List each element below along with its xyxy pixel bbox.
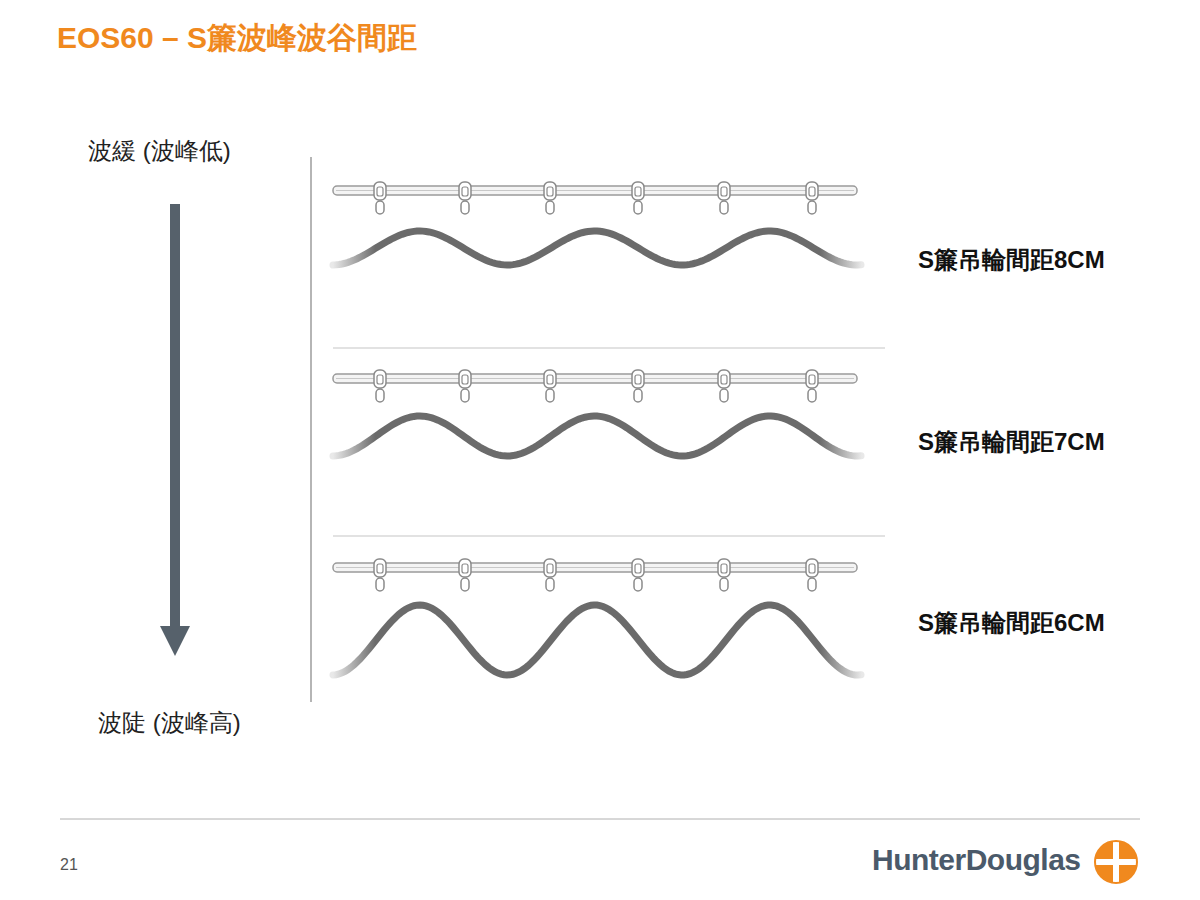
glider-hook <box>809 564 815 573</box>
glider-hook <box>546 201 554 214</box>
spacing-label: S簾吊輪間距6CM <box>918 607 1105 639</box>
track-groove <box>336 190 854 191</box>
curtain-wave <box>333 416 861 456</box>
glider-hook <box>461 201 469 214</box>
bottom-note: 波陡 (波峰高) <box>98 707 241 739</box>
glider-hook <box>374 370 386 388</box>
spacing-label: S簾吊輪間距7CM <box>918 426 1105 458</box>
glider-hook <box>634 578 642 591</box>
glider-hook <box>376 578 384 591</box>
glider-hook <box>806 559 818 577</box>
track-groove <box>336 567 854 568</box>
track-groove <box>336 378 854 379</box>
glider-hook <box>721 375 727 384</box>
glider-hook <box>374 559 386 577</box>
glider-hook <box>377 187 383 196</box>
curtain-track <box>333 186 857 195</box>
glider-hook <box>546 578 554 591</box>
glider-hook <box>546 389 554 402</box>
glider-hook <box>459 182 471 200</box>
glider-hook <box>808 389 816 402</box>
curtain-track <box>333 374 857 383</box>
glider-hook <box>634 201 642 214</box>
glider-hook <box>461 389 469 402</box>
logo-text: HunterDouglas <box>872 843 1081 877</box>
glider-hook <box>632 559 644 577</box>
glider-hook <box>635 187 641 196</box>
glider-hook <box>635 564 641 573</box>
panel-separator <box>333 535 885 537</box>
glider-hook <box>462 375 468 384</box>
glider-hook <box>720 201 728 214</box>
logo-mark <box>1094 840 1138 884</box>
glider-hook <box>462 187 468 196</box>
glider-hook <box>718 559 730 577</box>
glider-hook <box>806 370 818 388</box>
glider-hook <box>718 182 730 200</box>
footer-rule <box>60 819 1140 820</box>
glider-hook <box>547 375 553 384</box>
glider-hook <box>547 187 553 196</box>
glider-hook <box>635 375 641 384</box>
glider-hook <box>721 564 727 573</box>
top-note: 波緩 (波峰低) <box>88 135 231 167</box>
glider-hook <box>720 389 728 402</box>
glider-hook <box>632 182 644 200</box>
glider-hook <box>720 578 728 591</box>
glider-hook <box>544 182 556 200</box>
direction-arrowhead <box>160 626 190 656</box>
curtain-track <box>333 563 857 572</box>
page-number: 21 <box>60 856 78 874</box>
glider-hook <box>721 187 727 196</box>
slide-title: EOS60 – S簾波峰波谷間距 <box>57 18 417 59</box>
glider-hook <box>634 389 642 402</box>
glider-hook <box>718 370 730 388</box>
glider-hook <box>459 559 471 577</box>
glider-hook <box>376 201 384 214</box>
glider-hook <box>461 578 469 591</box>
spacing-label: S簾吊輪間距8CM <box>918 244 1105 276</box>
curtain-wave <box>333 231 861 265</box>
glider-hook <box>632 370 644 388</box>
panel-separator <box>333 347 885 349</box>
curtain-wave <box>333 605 861 675</box>
glider-hook <box>544 370 556 388</box>
glider-hook <box>808 201 816 214</box>
glider-hook <box>377 375 383 384</box>
glider-hook <box>806 182 818 200</box>
glider-hook <box>376 389 384 402</box>
glider-hook <box>459 370 471 388</box>
glider-hook <box>374 182 386 200</box>
glider-hook <box>377 564 383 573</box>
glider-hook <box>544 559 556 577</box>
glider-hook <box>809 375 815 384</box>
glider-hook <box>547 564 553 573</box>
divider-line <box>310 157 312 702</box>
glider-hook <box>809 187 815 196</box>
glider-hook <box>808 578 816 591</box>
glider-hook <box>462 564 468 573</box>
direction-arrow <box>170 204 180 632</box>
